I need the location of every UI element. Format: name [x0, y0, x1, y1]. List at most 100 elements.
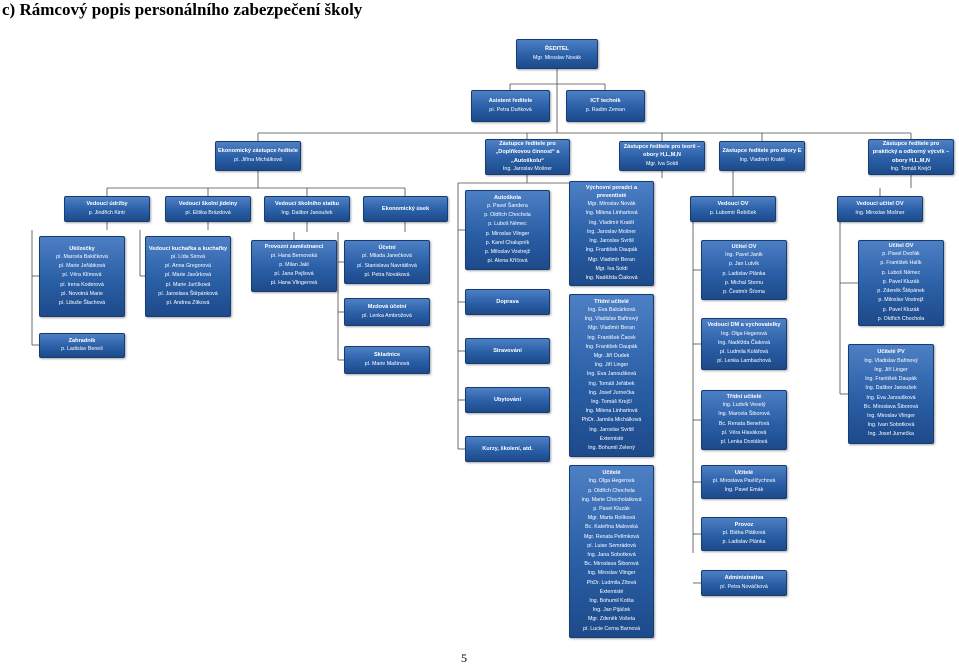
org-unit-member: Ing. Pavel Janík: [725, 252, 763, 259]
org-unit-member: Ing. Ludvík Veselý: [722, 402, 766, 409]
org-unit-title: Zahradník: [68, 337, 96, 344]
org-unit-title: Mzdová účetní: [367, 304, 407, 311]
org-unit-member: Ing. Bohumil Zelený: [588, 445, 635, 452]
org-unit-member: Mgr. Marta Rolíková: [587, 515, 636, 522]
org-unit-member: Mgr. Jiří Dudek: [593, 352, 630, 359]
org-unit-member: pí. Věra Hlaváková: [721, 429, 767, 436]
org-unit-stravovani: Stravování: [465, 338, 550, 364]
org-unit-member: Ing. Milena Linhartová: [585, 210, 638, 217]
org-unit-title: Účetní: [378, 245, 396, 252]
org-unit-member: pí. Hana Bernovská: [270, 252, 318, 259]
org-unit-title: Třídní učitelé: [594, 298, 629, 305]
org-unit-member: pí. Jiřina Michálková: [234, 156, 282, 163]
org-unit-member: Ing. Tomáš Jeřábek: [588, 380, 635, 387]
org-unit-member: pí. Jaroslava Štěpánková: [158, 290, 218, 297]
org-unit-member: pí. Marie Mašinová: [364, 360, 410, 367]
org-unit-member: pí. Irena Koderová: [60, 281, 104, 288]
org-unit-member: Externisté: [599, 435, 624, 442]
org-unit-member: pí. Ludmila Kolářová: [719, 349, 769, 356]
org-unit-title: Doprava: [496, 298, 519, 305]
org-unit-member: pí. Jana Pejšová: [274, 271, 314, 278]
org-unit-member: Mgr. Iva Soldi: [595, 265, 628, 272]
org-unit-title: Učitelé: [602, 470, 621, 477]
org-unit-member: Mgr. Vladimír Beran: [588, 256, 635, 263]
org-unit-member: p. Miloslav Vostrejž: [484, 248, 531, 255]
org-unit-member: Ing. Vladimír Kratěl: [739, 156, 785, 163]
org-unit-member: Ing. Marie Chocholatková: [581, 496, 642, 503]
org-unit-member: Mgr. Miroslav Novák: [587, 201, 636, 208]
org-unit-member: Ing. Marcela Šiborová: [718, 411, 770, 418]
org-unit-member: pí. Marie Javůrková: [164, 272, 212, 279]
org-unit-title: Ekonomický úsek: [381, 205, 430, 212]
org-unit-member: pí. Lenka Dostálová: [720, 438, 768, 445]
org-unit-member: Ing. Tomáš Krejčí: [591, 399, 632, 405]
org-unit-member: p. Karel Chalupník: [485, 239, 530, 246]
org-unit-member: Ing. Milena Linhartová: [585, 408, 638, 415]
org-unit-member: Mgr. Zdeněk Vošeta: [587, 616, 636, 623]
org-unit-title: Ubytování: [493, 396, 522, 403]
org-unit-member: Ing. Jaroslav Mošner: [502, 165, 553, 172]
org-unit-title: Výchovní poradci a preventisté: [585, 184, 638, 200]
org-unit-member: Bc. Renata Beneřová: [718, 420, 770, 427]
org-unit-member: Ing. Vladislav Bařinový: [584, 316, 639, 323]
org-unit-member: Ing. František Daupák: [585, 343, 638, 350]
org-unit-title: Kurzy, školení, atd.: [482, 445, 533, 452]
org-unit-title: Provoz: [734, 521, 754, 528]
org-unit-member: p. Ladislav Plánka: [722, 270, 766, 277]
org-unit-title: Ekonomický zástupce ředitele: [218, 148, 298, 155]
org-unit-zast-dopl: Zástupce ředitele pro „Doplňkovou činnos…: [485, 139, 570, 175]
org-unit-member: Mgr. Miroslav Novák: [533, 54, 581, 61]
org-unit-member: Ing. Eva Janoušková: [866, 394, 916, 401]
org-unit-member: Ing. Jiří Linger: [874, 366, 908, 373]
org-unit-title: Provozní zaměstnanci: [264, 244, 324, 251]
org-unit-member: pí. Věra Klímová: [62, 272, 102, 279]
org-unit-member: p. Oldřich Chochola: [877, 315, 925, 322]
org-unit-member: Ing. Josef Jurnečka: [868, 431, 914, 438]
org-unit-member: Ing. Dalibor Janoušek: [281, 209, 333, 216]
org-unit-member: Externisté: [599, 588, 624, 595]
org-unit-member: pí. Lída Sirová: [170, 253, 206, 260]
org-unit-member: Ing. Miroslav Vlinger: [867, 412, 915, 419]
org-unit-title: Vedoucí učitel OV: [856, 201, 904, 208]
org-unit-member: Ing. Jaroslav Svršil: [589, 238, 634, 245]
org-unit-member: Mgr. Vladimír Beran: [588, 325, 635, 332]
org-unit-member: Ing. Bohumil Kotša: [589, 598, 634, 605]
org-unit-member: pí. Miroslava Pavlíčychová: [712, 477, 776, 484]
org-unit-member: Ing. Vladislav Bařinový: [864, 357, 918, 364]
org-unit-member: p. Pavel Dvořák: [882, 251, 920, 258]
org-unit-member: p. Jan Lutvík: [728, 261, 760, 268]
org-unit-member: Ing. Tomáš Krejčí: [890, 165, 932, 172]
org-unit-member: p. Čestmír Šťoma: [723, 288, 765, 295]
org-unit-member: pí. Petra Duňková: [489, 106, 532, 113]
org-unit-title: ŘEDITEL: [545, 46, 569, 53]
org-unit-member: pí. Alena Kříčová: [487, 258, 528, 265]
org-unit-member: p. Miroslav Vlinger: [485, 230, 530, 237]
org-unit-title: Zástupce ředitele pro „Doplňkovou činnos…: [495, 141, 560, 164]
org-unit-member: Ing. Pavel Emák: [724, 487, 764, 494]
org-unit-member: pí. Marie Jurčíková: [165, 281, 211, 288]
org-unit-member: Ing. Josef Jurnečka: [588, 389, 635, 396]
org-unit-member: p. Ladislav Plánka: [722, 539, 766, 546]
org-unit-member: p. Jindřich Kintr: [88, 209, 126, 216]
org-unit-title: Zástupce ředitele pro teorii – obory H,L…: [623, 144, 701, 159]
org-unit-member: Ing. Jana Sobotková: [587, 552, 636, 558]
org-unit-title: Autoškola: [493, 194, 522, 201]
org-unit-member: Ing. Jaroslav Mošner: [586, 228, 637, 235]
